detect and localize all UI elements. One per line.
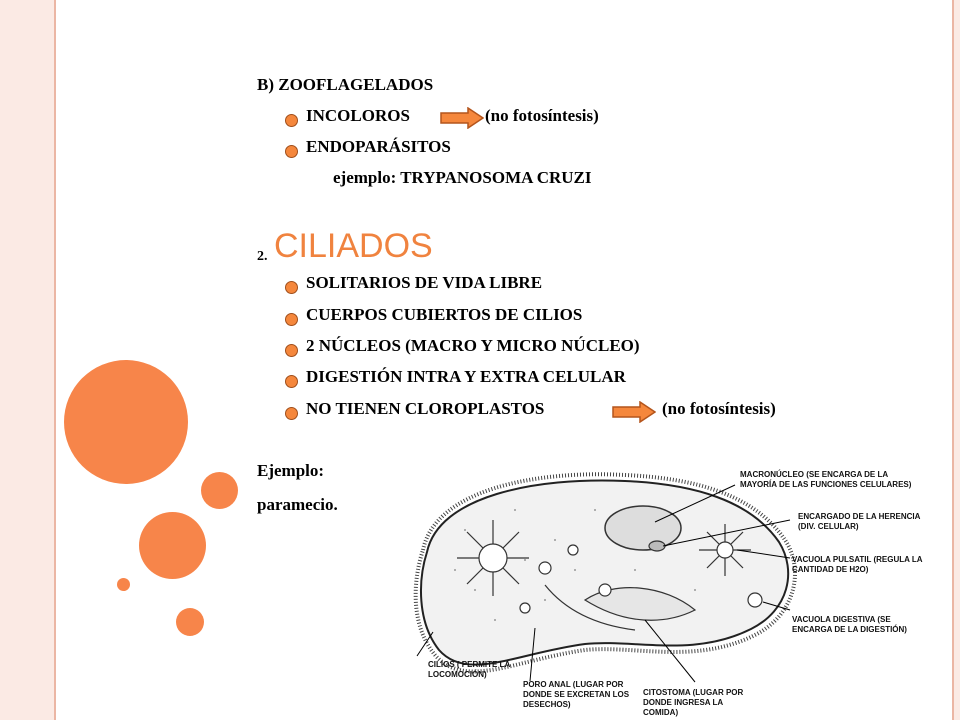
- section-2-number: 2.: [257, 249, 268, 264]
- section-b-item-1: INCOLOROS: [306, 106, 410, 125]
- label-micronucleo: ENCARGADO DE LA HERENCIA (DIV. CELULAR): [798, 512, 921, 531]
- label-vacuola-pulsatil: VACUOLA PULSATIL (REGULA LA CANTIDAD DE …: [792, 555, 923, 574]
- bullet-icon: [285, 407, 298, 420]
- deco-circle-small: [176, 608, 204, 636]
- left-frame-band: [0, 0, 54, 720]
- deco-circle-large: [64, 360, 188, 484]
- example-label: Ejemplo:: [257, 461, 325, 480]
- arrow-right-icon: [612, 401, 656, 423]
- section-b-heading: B) ZOOFLAGELADOS: [257, 75, 434, 94]
- bullet-icon: [285, 281, 298, 294]
- section-2-item-1: SOLITARIOS DE VIDA LIBRE: [306, 273, 543, 292]
- bullet-icon: [285, 344, 298, 357]
- deco-circle-medium-2: [139, 512, 206, 579]
- bullet-icon: [285, 145, 298, 158]
- label-citostoma: CITOSTOMA (LUGAR POR DONDE INGRESA LA CO…: [643, 688, 744, 717]
- section-2-item-5: NO TIENEN CLOROPLASTOS: [306, 399, 545, 418]
- label-vacuola-digestiva: VACUOLA DIGESTIVA (SE ENCARGA DE LA DIGE…: [792, 615, 907, 634]
- section-b-item-2: ENDOPARÁSITOS: [306, 137, 451, 156]
- right-frame-band: [954, 0, 960, 720]
- deco-circle-medium: [201, 472, 238, 509]
- label-macronucleo: MACRONÚCLEO (SE ENCARGA DE LA MAYORÍA DE…: [740, 470, 912, 489]
- bullet-icon: [285, 114, 298, 127]
- section-2-item-2: CUERPOS CUBIERTOS DE CILIOS: [306, 305, 583, 324]
- paramecium-diagram: [413, 472, 797, 683]
- label-poro-anal: PORO ANAL (LUGAR POR DONDE SE EXCRETAN L…: [523, 680, 630, 709]
- section-2-item-4: DIGESTIÓN INTRA Y EXTRA CELULAR: [306, 367, 626, 386]
- section-2-title: CILIADOS: [274, 227, 433, 265]
- deco-circle-tiny: [117, 578, 130, 591]
- example-value: paramecio.: [257, 495, 338, 514]
- bullet-icon: [285, 375, 298, 388]
- section-b-example: ejemplo: TRYPANOSOMA CRUZI: [333, 168, 592, 187]
- arrow-right-icon: [440, 107, 484, 129]
- section-b-item-1-note: (no fotosíntesis): [485, 106, 599, 125]
- bullet-icon: [285, 313, 298, 326]
- left-frame-line: [54, 0, 56, 720]
- right-frame-line: [952, 0, 954, 720]
- section-2-item-5-note: (no fotosíntesis): [662, 399, 776, 418]
- section-2-item-3: 2 NÚCLEOS (MACRO Y MICRO NÚCLEO): [306, 336, 640, 355]
- label-cilios: CILIOS ( PERMITE LA LOCOMOCIÓN): [428, 660, 510, 679]
